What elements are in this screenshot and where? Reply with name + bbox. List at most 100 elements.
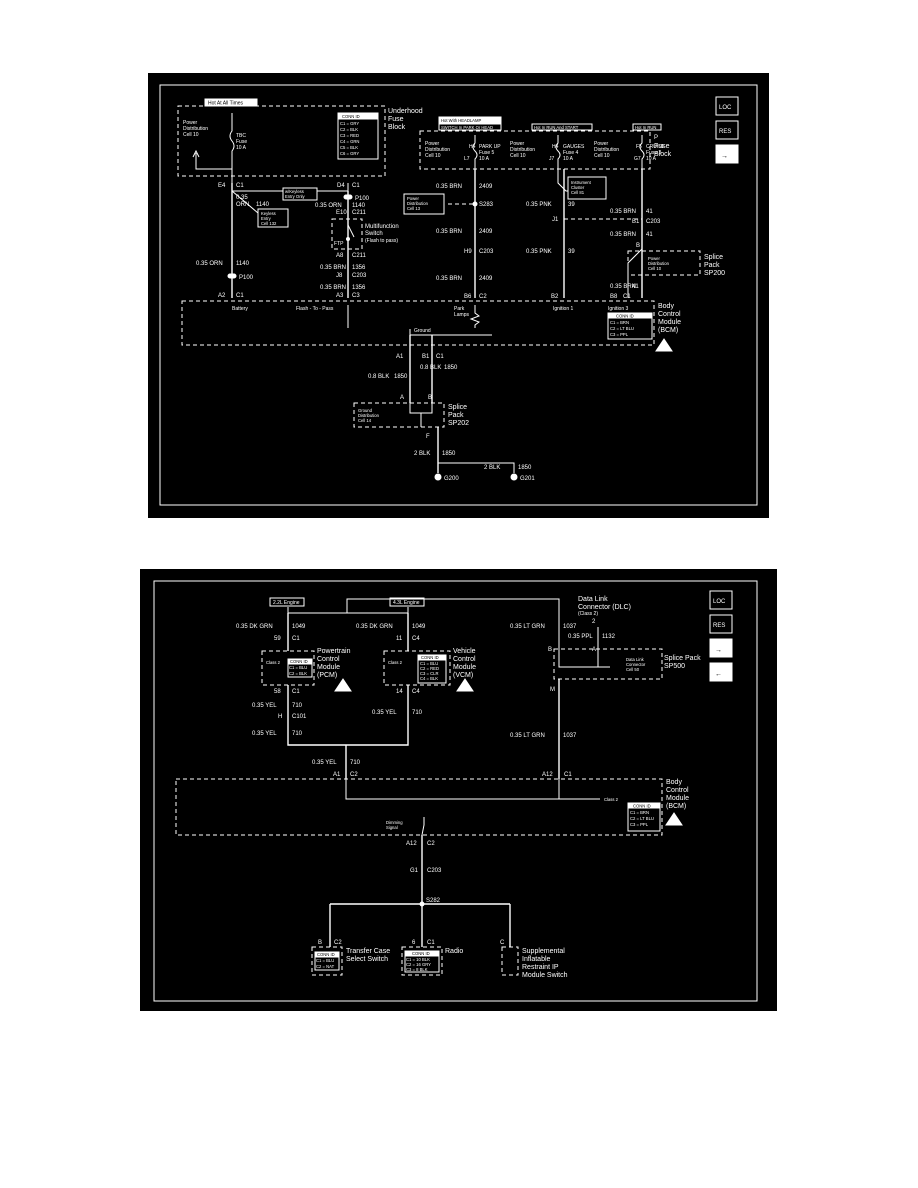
pnk-39-label: 0.35 PNK [526, 249, 552, 255]
pd-label: Distribution [510, 147, 535, 153]
fuse-arrow [192, 149, 200, 158]
dimming-label: Dimming [386, 820, 403, 825]
vcm-label: Module [453, 664, 476, 671]
f-label: F [426, 434, 430, 440]
pcm-label: Powertrain [317, 648, 351, 655]
loc-button-bottom[interactable]: LOC [709, 590, 733, 610]
b-label: B [318, 940, 322, 946]
c101-label: C101 [292, 714, 307, 720]
h4b-label: H4 [552, 144, 559, 150]
bcm-conn-row: C2 = LT BLU [610, 326, 634, 331]
c2-label: C2 [479, 294, 487, 300]
dk-grn-label: 0.35 DK GRN [236, 624, 273, 630]
pd-label: Cell 10 [510, 153, 526, 159]
c203b-label: C203 [479, 249, 494, 255]
headlamp-label: SWITCH In PARK Or HEAD [441, 125, 493, 130]
c1b-label: C1 [623, 294, 631, 300]
gd-label: Distribution [358, 413, 380, 418]
brn-41-label: 0.35 BRN [610, 284, 636, 290]
blk-2-label: 2 BLK [414, 451, 430, 457]
radio-label: Radio [445, 948, 463, 955]
park-lamps-label: Park [454, 306, 465, 312]
pd10-label: Distribution [648, 261, 670, 266]
loc-button[interactable]: LOC [715, 96, 739, 116]
c4-label: C4 [412, 636, 420, 642]
j1-label: J1 [552, 217, 559, 223]
prev-button-bottom[interactable]: ← [709, 662, 733, 682]
dlc-cell-label: Cell 50 [626, 667, 640, 672]
esd-warning-icon [655, 338, 673, 352]
arrow-left-icon: ← [715, 671, 722, 678]
sp202-label: Pack [448, 412, 464, 419]
parkup-label: PARK UP [479, 144, 501, 150]
gd-label: Cell 14 [358, 418, 372, 423]
pin-6-label: 6 [412, 940, 416, 946]
c203c-label: C203 [646, 219, 661, 225]
multifunction-label: (Flash to pass) [365, 238, 398, 244]
circuit-1850: 1850 [442, 451, 456, 457]
conn-id-row: C3 = RED [340, 133, 359, 138]
class2-label: Class 2 [388, 660, 403, 665]
wire-gauge: 0.35 [236, 195, 248, 201]
vcm-conn-row: C1 = BLU [420, 661, 438, 666]
s282-label: S282 [426, 898, 441, 904]
wiring-diagram-top-svg: Hot At All Times Underhood Fuse Block Po… [159, 84, 758, 506]
c1-label: C1 [292, 636, 300, 642]
res-button[interactable]: RES [715, 120, 739, 140]
conn-id-row: C6 = GRY [340, 151, 359, 156]
p-label: P [654, 135, 658, 141]
bcm-box-bottom [175, 778, 663, 836]
ground-label: Ground [414, 328, 431, 334]
blk-08-label: 0.8 BLK [420, 365, 441, 371]
conn-id-title: CONN ID [633, 804, 651, 809]
c4-label: C4 [412, 689, 420, 695]
orn-label: 0.35 ORN [315, 203, 342, 209]
hot-at-all-times-label: Hot At All Times [208, 101, 244, 107]
conn-id-row: C2 = BLK [340, 127, 358, 132]
esd-warning-icon [456, 678, 474, 692]
pd-label: Power [594, 141, 609, 147]
pcm-label: Module [317, 664, 340, 671]
bcm-label: Control [658, 311, 681, 318]
tbc-fuse-symbol [195, 113, 235, 170]
g200-label: G200 [444, 476, 459, 482]
parkup-label: 10 A [479, 156, 490, 162]
keyless-cell-box [257, 208, 289, 228]
pin-58-label: 58 [274, 689, 281, 695]
pd-label: Distribution [425, 147, 450, 153]
yel-label: 0.35 YEL [372, 710, 397, 716]
res-button-bottom[interactable]: RES [709, 614, 733, 634]
circuit-1850: 1850 [444, 365, 458, 371]
pd-label: Cell 10 [594, 153, 610, 159]
bcm-conn-row: C3 = PPL [630, 822, 649, 827]
circuit-39: 39 [568, 202, 575, 208]
sp202-label: SP202 [448, 420, 469, 427]
next-button[interactable]: → [715, 144, 739, 164]
dk-grn-label: 0.35 DK GRN [356, 624, 393, 630]
left-1140-label: 1140 [236, 261, 250, 267]
vcm-label: Control [453, 656, 476, 663]
a8-label: A8 [336, 253, 344, 259]
circuit-710: 710 [292, 731, 303, 737]
pin-14-label: 14 [396, 689, 403, 695]
circuit-1049: 1049 [292, 624, 306, 630]
b-label: B [548, 647, 552, 653]
brn-2409-label: 0.35 BRN [436, 184, 462, 190]
loc-label: LOC [719, 105, 732, 111]
sir-label: Inflatable [522, 956, 551, 963]
cruise-label: CRUISE [646, 144, 666, 150]
tbc-fuse-3: 10 A [236, 145, 247, 151]
cruise-label: 10 A [646, 156, 657, 162]
keyless-label: Entry Only [285, 194, 305, 199]
a3-label: A3 [336, 293, 344, 299]
hot-run-start-label: Hot In RUN And START [534, 125, 579, 130]
ignition1-label: Ignition 1 [553, 306, 574, 312]
wiring-diagram-bottom: 2.2L Engine 4.3L Engine Data Link Connec… [140, 569, 777, 1011]
keyless-cell-label: Cell 132 [261, 221, 277, 226]
conn-id-row: C4 = GRN [340, 139, 359, 144]
conn-id-title: CONN ID [412, 951, 430, 956]
bcm-box [181, 300, 655, 346]
next-button-bottom[interactable]: → [709, 638, 733, 658]
c1c-label: C1 [436, 354, 444, 360]
radio-conn-row: C2 = 16 GRY [406, 962, 431, 967]
